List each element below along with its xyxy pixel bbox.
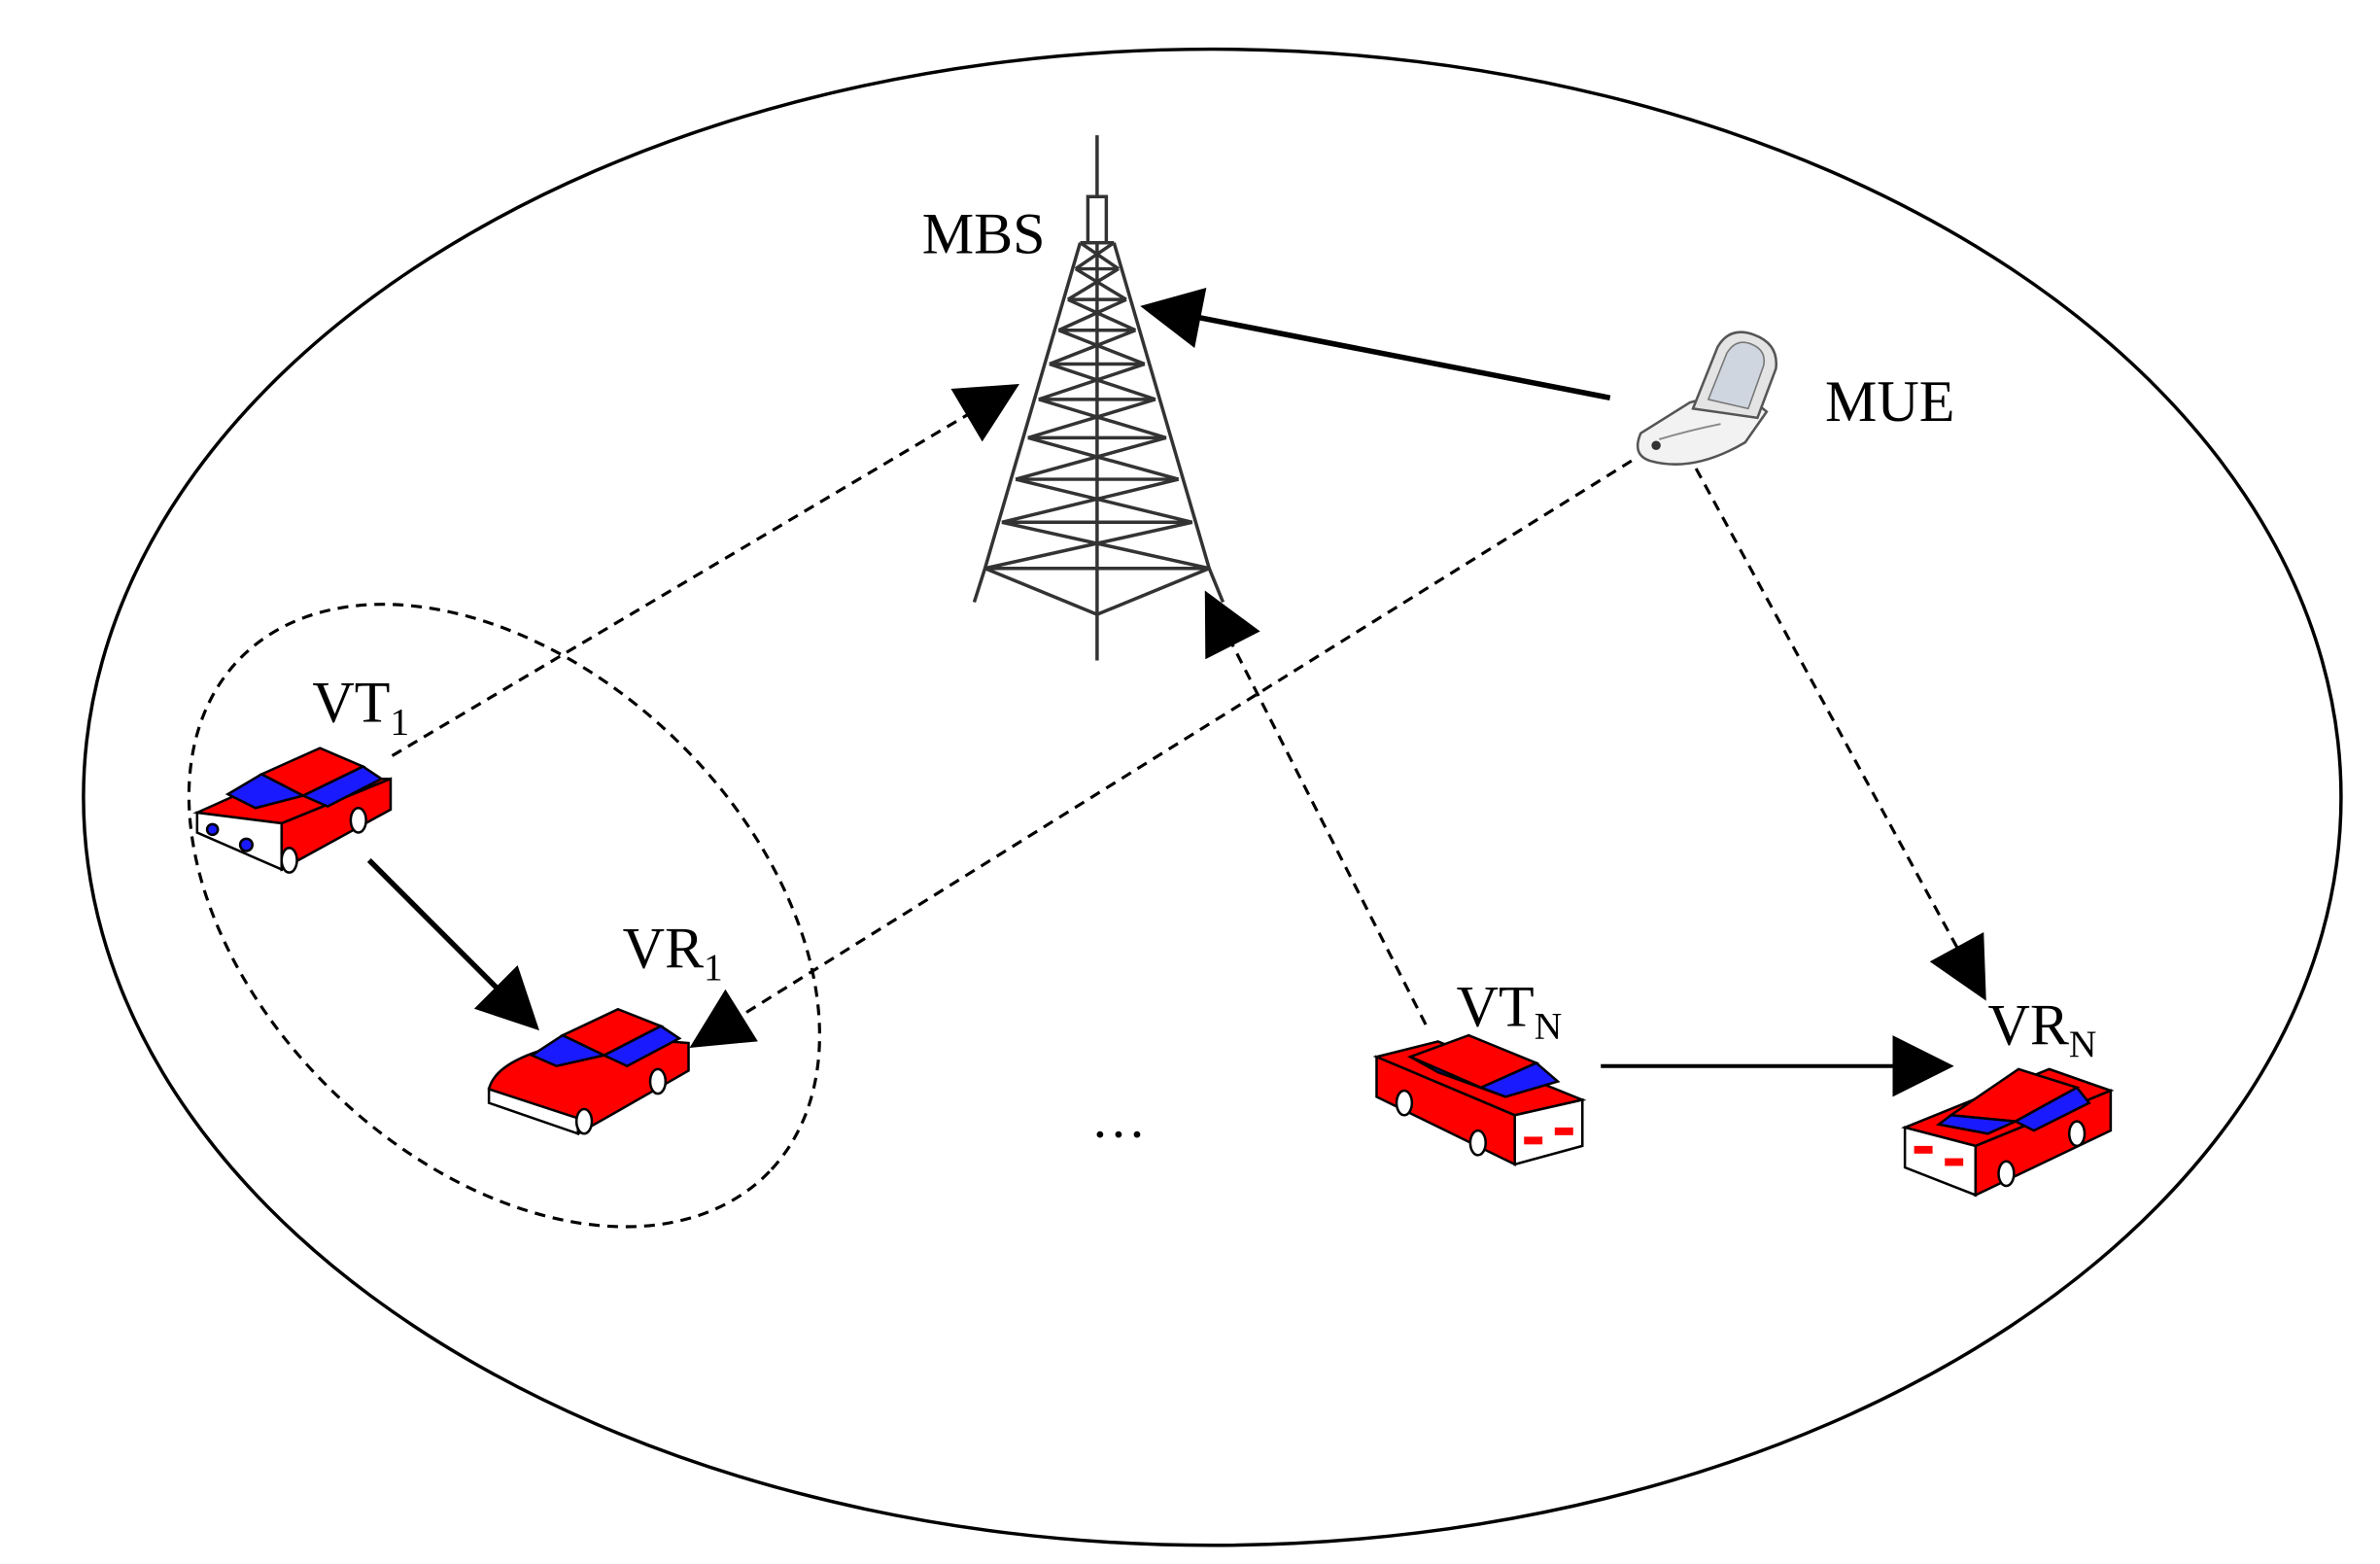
- coverage-area: [82, 47, 2343, 1547]
- links: [366, 287, 1986, 1097]
- link-vt1-to-mbs: [391, 384, 1019, 757]
- mue-label: MUE: [1825, 368, 1954, 434]
- vtn-label: VTN: [1457, 974, 1563, 1048]
- link-mue-to-vrn: [1694, 468, 1986, 1001]
- link-vt1-to-vr1: [366, 858, 539, 1031]
- vt1-car-icon: [192, 747, 393, 874]
- mbs-label: MBS: [922, 201, 1046, 266]
- vtn-subscript: N: [1535, 1004, 1563, 1047]
- ellipsis-text: …: [1091, 1088, 1147, 1149]
- pair-group-outline: [187, 603, 821, 1229]
- vr1-car-icon: [487, 1007, 690, 1136]
- vr1-label: VR1: [623, 916, 723, 990]
- vrn-label: VRN: [1987, 992, 2096, 1066]
- mue-phone-icon: [1636, 330, 1777, 466]
- link-vtn-to-mbs: [1204, 590, 1428, 1025]
- vrn-car-icon: [1901, 1067, 2115, 1198]
- vrn-subscript: N: [2069, 1023, 2097, 1065]
- vt1-subscript: 1: [390, 700, 409, 743]
- mbs-tower-icon: [972, 135, 1225, 661]
- link-mue-to-mbs: [1140, 287, 1611, 401]
- link-mue-to-vr1: [689, 459, 1633, 1048]
- vt1-label: VT1: [312, 670, 409, 744]
- vr1-subscript: 1: [704, 946, 723, 989]
- vtn-car-icon: [1372, 1033, 1587, 1166]
